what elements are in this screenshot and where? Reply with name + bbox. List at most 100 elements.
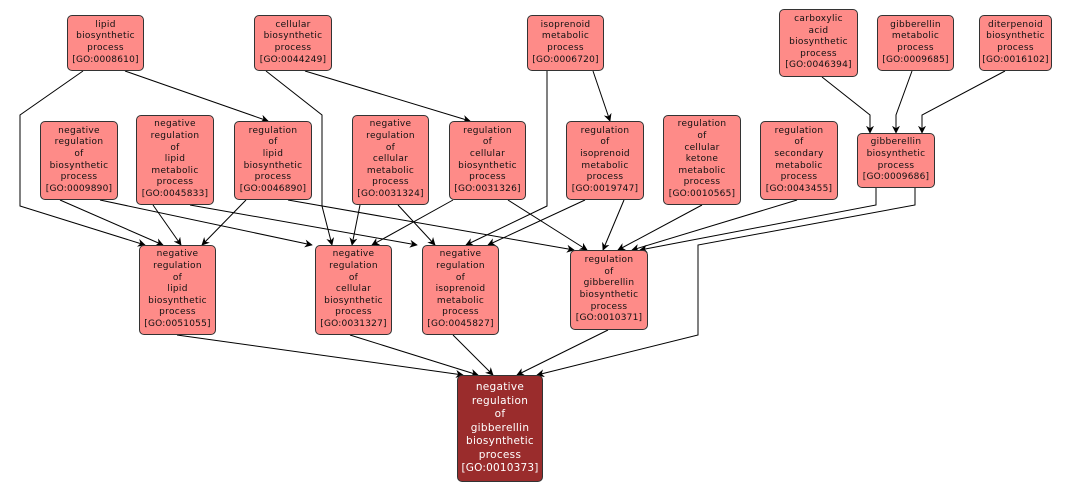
term-name-line: biosynthetic	[76, 31, 135, 42]
term-name-line: negative	[156, 249, 199, 260]
term-name-line: regulation	[436, 261, 485, 272]
term-name-line: of	[170, 142, 180, 153]
go-id-label: [GO:0010371]	[575, 313, 643, 324]
term-name-line: process	[800, 48, 837, 59]
term-name-line: process	[780, 172, 818, 183]
term-name-line: process	[997, 43, 1034, 53]
term-name-line: biosynthetic	[263, 31, 323, 42]
edge-GO0043455-to-GO0010371	[631, 199, 798, 252]
term-name-line: regulation	[580, 125, 630, 136]
term-name-line: secondary	[774, 148, 824, 159]
term-name-line: regulation	[677, 119, 727, 130]
edge-GO0009890-to-GO0031327	[99, 199, 313, 248]
edge-GO0031324-to-GO0031327	[349, 204, 361, 246]
term-name-line: isoprenoid	[435, 284, 486, 295]
term-name-line: process	[274, 43, 312, 53]
term-name-line: process	[586, 172, 624, 183]
term-name-line: cellular	[335, 284, 372, 295]
edge-GO0046890-to-GO0010371	[287, 199, 575, 253]
go-id-label: [GO:0009685]	[882, 54, 949, 65]
term-name-line: process	[60, 172, 98, 183]
term-name-line: negative	[439, 249, 482, 260]
term-name-line: of	[600, 137, 610, 148]
go-id-label: [GO:0045827]	[427, 318, 494, 329]
term-name-line: process	[254, 172, 292, 183]
term-name-line: of	[697, 131, 707, 142]
edge-GO0019747-to-GO0045827	[487, 199, 586, 246]
go-id-label: [GO:0010565]	[668, 188, 736, 199]
edge-GO0008610-to-GO0051055	[19, 70, 146, 247]
term-name-line: cellular	[275, 19, 311, 30]
term-name-line: process	[335, 307, 372, 318]
term-name-line: lipid	[95, 19, 116, 30]
term-name-line: negative	[332, 249, 375, 260]
term-name-line: isoprenoid	[580, 148, 630, 159]
edge-GO0044249-to-GO0031327	[265, 70, 335, 246]
edge-GO0009686-to-GO0010371	[639, 188, 877, 253]
term-name-line: of	[604, 266, 614, 277]
term-name-line: process	[683, 177, 721, 188]
edge-GO0006720-to-GO0019747	[592, 70, 612, 122]
term-name-line: process	[156, 177, 194, 188]
term-name-line: regulation	[248, 125, 298, 136]
term-name-line: gibberellin	[583, 278, 635, 289]
term-name-line: biosynthetic	[466, 435, 534, 448]
term-name-line: process	[87, 43, 124, 53]
edge-GO0016102-to-GO0009686	[918, 70, 1006, 134]
term-name-line: regulation	[54, 137, 104, 148]
term-name-line: metabolic	[436, 295, 485, 306]
term-name-line: regulation	[150, 131, 200, 142]
term-name-line: cellular	[372, 154, 409, 165]
term-name-line: biosynthetic	[866, 148, 926, 159]
term-name-line: diterpenoid	[988, 19, 1043, 30]
term-name-line: process	[897, 43, 934, 53]
go-id-label: [GO:0031326]	[454, 183, 521, 194]
edge-GO0046394-to-GO0009686	[821, 76, 874, 134]
term-name-line: cellular	[684, 142, 720, 153]
go-id-label: [GO:0016102]	[982, 54, 1049, 65]
term-name-line: gibberellin	[890, 19, 941, 30]
term-name-line: process	[478, 448, 522, 461]
edge-GO0009686-to-GO0010373	[536, 188, 916, 378]
term-name-line: biosynthetic	[579, 290, 639, 300]
term-name-line: metabolic	[366, 165, 415, 176]
term-name-line: biosynthetic	[49, 160, 109, 171]
edge-GO0031324-to-GO0045827	[397, 204, 436, 246]
term-name-line: of	[348, 272, 359, 283]
edge-GO0006720-to-GO0045827	[465, 71, 548, 246]
edge-GO0045827-to-GO0010373	[452, 334, 494, 376]
term-name-line: of	[74, 148, 84, 159]
term-name-line: gibberellin	[870, 137, 922, 148]
term-name-line: process	[442, 307, 479, 318]
go-id-label: [GO:0010373]	[461, 462, 539, 475]
edge-GO0009685-to-GO0009686	[892, 70, 913, 134]
go-id-label: [GO:0043455]	[765, 183, 833, 194]
term-name-line: negative	[154, 119, 196, 130]
term-name-line: metabolic	[541, 31, 590, 42]
go-id-label: [GO:0046394]	[785, 60, 852, 71]
go-id-label: [GO:0051055]	[144, 318, 211, 329]
term-name-line: lipid	[262, 148, 284, 159]
term-name-line: acid	[808, 25, 829, 36]
term-name-line: metabolic	[678, 165, 726, 176]
